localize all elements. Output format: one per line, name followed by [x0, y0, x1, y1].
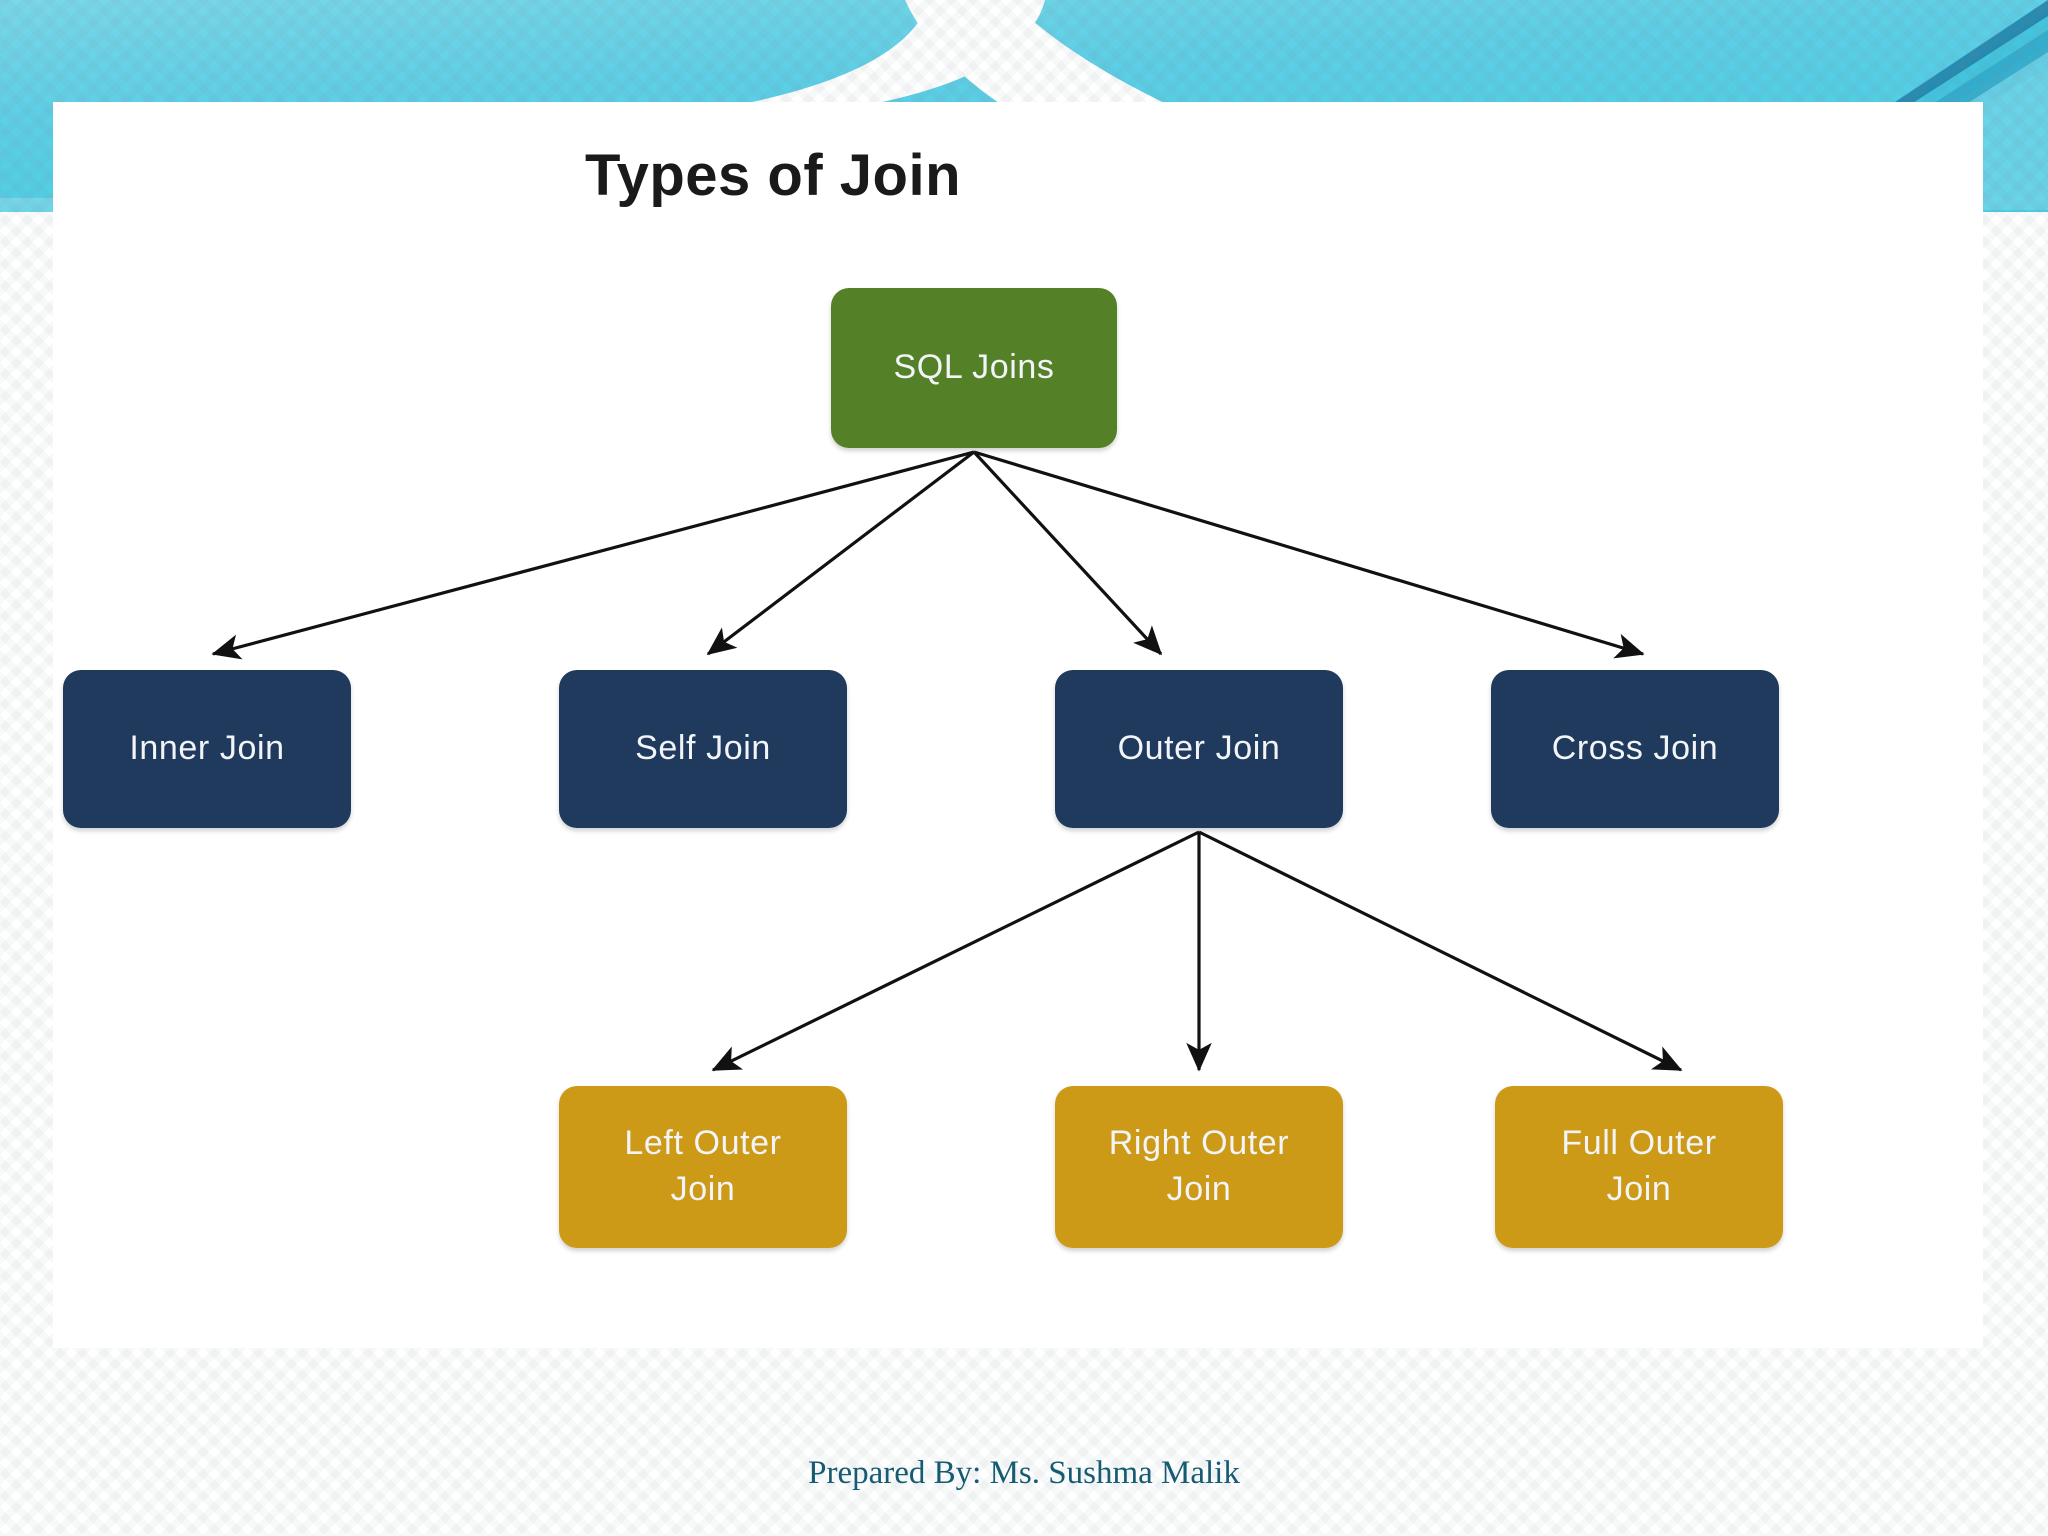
tree-edges [211, 450, 1683, 1072]
node-right-outer-join-label: Right Outer Join [1108, 1124, 1290, 1208]
footer-credit: Prepared By: Ms. Sushma Malik [808, 1455, 1240, 1491]
node-left-outer-join-label: Left Outer Join [624, 1124, 782, 1208]
edge-outerjoin-fullouterjoin [1198, 830, 1683, 1072]
page-title: Types of Join [584, 143, 962, 208]
diagram-card: Types of Join [53, 102, 1983, 1348]
node-right-outer-join[interactable]: Right Outer Join [1055, 1086, 1343, 1248]
node-cross-join-label: Cross Join [1551, 729, 1719, 768]
join-types-tree-diagram: SQL Joins Inner Join Self Join Outer Joi… [53, 102, 1983, 1348]
edge-sqljoins-selfjoin [706, 450, 975, 656]
node-left-outer-join[interactable]: Left Outer Join [559, 1086, 847, 1248]
edge-outerjoin-leftouterjoin [711, 830, 1200, 1072]
node-self-join-label: Self Join [635, 729, 771, 768]
node-outer-join[interactable]: Outer Join [1055, 670, 1343, 828]
edge-sqljoins-outerjoin [972, 450, 1163, 656]
node-cross-join[interactable]: Cross Join [1491, 670, 1779, 828]
node-full-outer-join[interactable]: Full Outer Join [1495, 1086, 1783, 1248]
node-outer-join-label: Outer Join [1117, 729, 1281, 768]
edge-sqljoins-innerjoin [211, 450, 975, 660]
node-self-join[interactable]: Self Join [559, 670, 847, 828]
node-sql-joins-label: SQL Joins [893, 348, 1055, 387]
node-full-outer-join-label: Full Outer Join [1561, 1124, 1717, 1208]
node-inner-join-label: Inner Join [129, 729, 285, 768]
edge-sqljoins-crossjoin [973, 450, 1645, 659]
node-sql-joins[interactable]: SQL Joins [831, 288, 1117, 448]
node-inner-join[interactable]: Inner Join [63, 670, 351, 828]
